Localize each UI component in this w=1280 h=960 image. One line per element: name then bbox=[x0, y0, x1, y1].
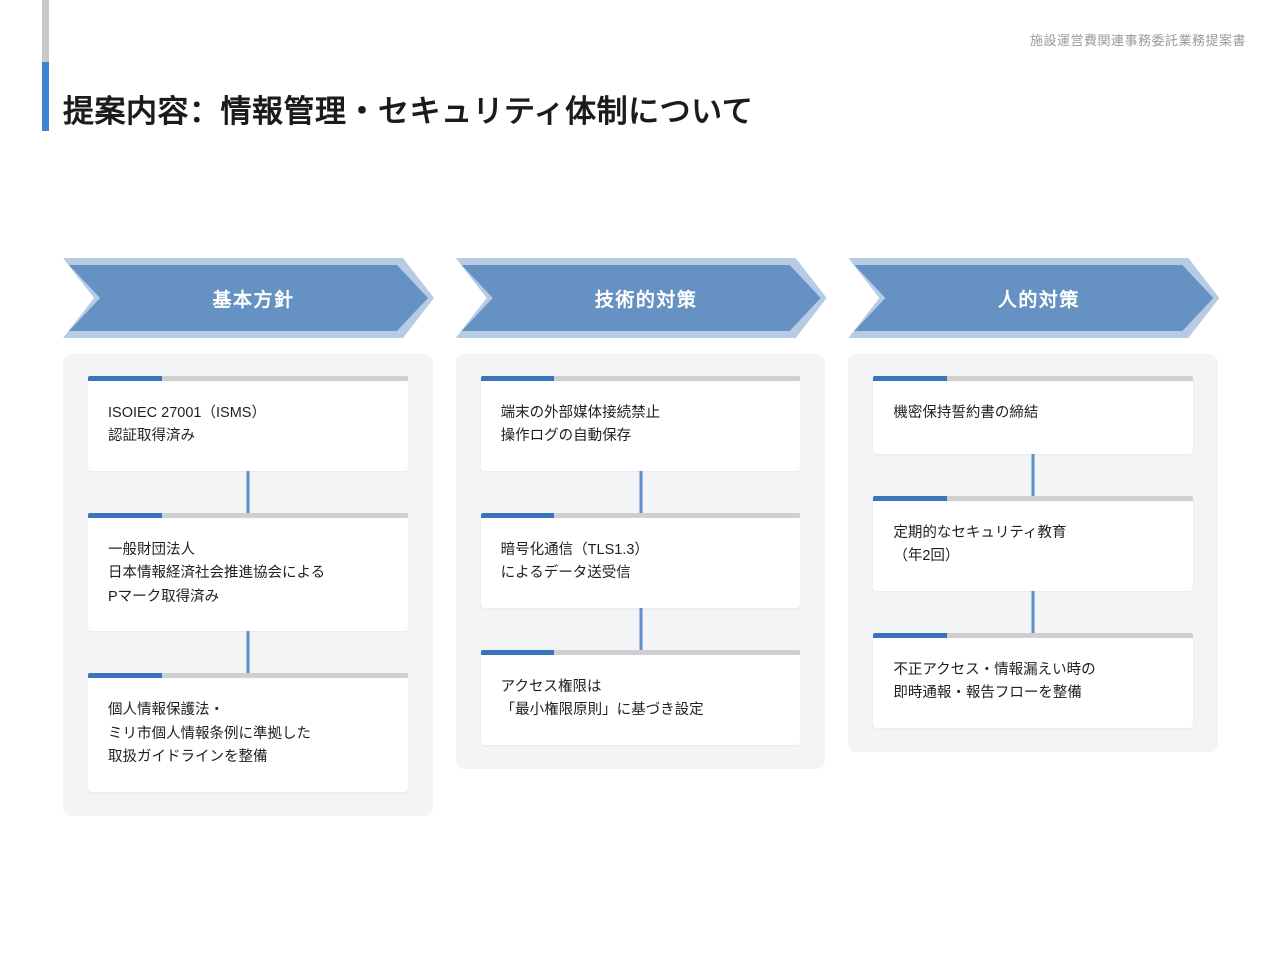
card-1-1: ISOIEC 27001（ISMS） 認証取得済み bbox=[88, 376, 408, 471]
card-line: （年2回） bbox=[893, 548, 960, 565]
card-line: 認証取得済み bbox=[108, 428, 195, 445]
card-line: 即時通報・報告フローを整備 bbox=[893, 685, 1082, 702]
card-2-3: アクセス権限は 「最小権限原則」に基づき設定 bbox=[480, 607, 801, 745]
card-line: 「最小権限原則」に基づき設定 bbox=[500, 702, 704, 719]
chevron-label-3: 人的対策 bbox=[997, 289, 1080, 311]
card-accent-bar bbox=[873, 632, 1194, 638]
card-accent-bar bbox=[480, 649, 801, 655]
decorative-bar-gray bbox=[42, 0, 49, 62]
card-line: 不正アクセス・情報漏えい時の bbox=[893, 661, 1096, 678]
card-line: 端末の外部媒体接続禁止 bbox=[500, 405, 661, 421]
card-line: Pマーク取得済み bbox=[108, 588, 220, 605]
card-3-3: 不正アクセス・情報漏えい時の 即時通報・報告フローを整備 bbox=[873, 590, 1194, 728]
card-connector bbox=[639, 470, 642, 513]
card-connector bbox=[246, 470, 250, 513]
card-2-1: 端末の外部媒体接続禁止 操作ログの自動保存 bbox=[480, 376, 801, 471]
card-line: 定期的なセキュリティ教育 bbox=[893, 525, 1067, 541]
chevron-fill-2: 技術的対策 bbox=[461, 265, 821, 331]
card-3-1: 機密保持誓約書の締結 bbox=[873, 376, 1194, 454]
card-line: 機密保持誓約書の締結 bbox=[893, 405, 1039, 421]
card-line: ISOIEC 27001（ISMS） bbox=[108, 405, 266, 421]
card-accent-bar bbox=[480, 512, 801, 518]
column-technical-measures: 技術的対策 端末の外部媒体接続禁止 操作ログの自動保存 暗号化通信（TLS1.3… bbox=[455, 258, 827, 816]
chevron-label-1: 基本方針 bbox=[212, 289, 295, 311]
card-accent-bar bbox=[480, 376, 801, 381]
card-connector bbox=[246, 631, 250, 674]
card-line: 日本情報経済社会推進協会による bbox=[108, 565, 326, 582]
card-connector bbox=[639, 607, 642, 650]
card-connector bbox=[1031, 454, 1035, 496]
card-accent-bar bbox=[88, 376, 408, 381]
card-3-2: 定期的なセキュリティ教育 （年2回） bbox=[873, 454, 1194, 591]
card-accent-bar bbox=[873, 376, 1194, 381]
page-title: 提案内容：情報管理・セキュリティ体制について bbox=[63, 94, 754, 129]
card-line: アクセス権限は bbox=[500, 678, 602, 695]
chevron-fill-1: 基本方針 bbox=[69, 265, 428, 331]
card-accent-bar bbox=[88, 512, 408, 518]
card-accent-bar bbox=[88, 673, 408, 679]
card-line: 一般財団法人 bbox=[108, 541, 195, 558]
chevron-header-1: 基本方針 bbox=[63, 258, 434, 338]
card-line: 操作ログの自動保存 bbox=[500, 428, 632, 445]
card-accent-bar bbox=[873, 496, 1194, 501]
column-basic-policy: 基本方針 ISOIEC 27001（ISMS） 認証取得済み 一般財団法人 日本… bbox=[63, 258, 434, 816]
card-stack-1: ISOIEC 27001（ISMS） 認証取得済み 一般財団法人 日本情報経済社… bbox=[63, 354, 433, 816]
chevron-header-2: 技術的対策 bbox=[455, 258, 827, 338]
card-1-2: 一般財団法人 日本情報経済社会推進協会による Pマーク取得済み bbox=[88, 470, 408, 632]
card-stack-3: 機密保持誓約書の締結 定期的なセキュリティ教育 （年2回） 不正アクセス・情報漏… bbox=[848, 354, 1219, 752]
card-connector bbox=[1031, 590, 1035, 633]
chevron-header-3: 人的対策 bbox=[848, 258, 1220, 338]
column-human-measures: 人的対策 機密保持誓約書の締結 定期的なセキュリティ教育 （年2回） 不正アクセ… bbox=[848, 258, 1220, 816]
columns-container: 基本方針 ISOIEC 27001（ISMS） 認証取得済み 一般財団法人 日本… bbox=[63, 258, 1220, 816]
decorative-bar-blue bbox=[42, 62, 49, 131]
chevron-fill-3: 人的対策 bbox=[854, 265, 1214, 331]
card-2-2: 暗号化通信（TLS1.3） によるデータ送受信 bbox=[480, 470, 801, 608]
card-line: 個人情報保護法・ bbox=[108, 702, 224, 719]
card-1-3: 個人情報保護法・ ミリ市個人情報条例に準拠した 取扱ガイドラインを整備 bbox=[88, 631, 408, 792]
card-line: 取扱ガイドラインを整備 bbox=[108, 749, 268, 766]
card-line: によるデータ送受信 bbox=[500, 565, 631, 582]
card-line: 暗号化通信（TLS1.3） bbox=[500, 541, 649, 558]
chevron-label-2: 技術的対策 bbox=[594, 289, 698, 311]
card-stack-2: 端末の外部媒体接続禁止 操作ログの自動保存 暗号化通信（TLS1.3） によるデ… bbox=[455, 354, 826, 769]
card-line: ミリ市個人情報条例に準拠した bbox=[108, 725, 311, 742]
document-header: 施設運営費関連事務委託業務提案書 bbox=[1029, 33, 1246, 48]
